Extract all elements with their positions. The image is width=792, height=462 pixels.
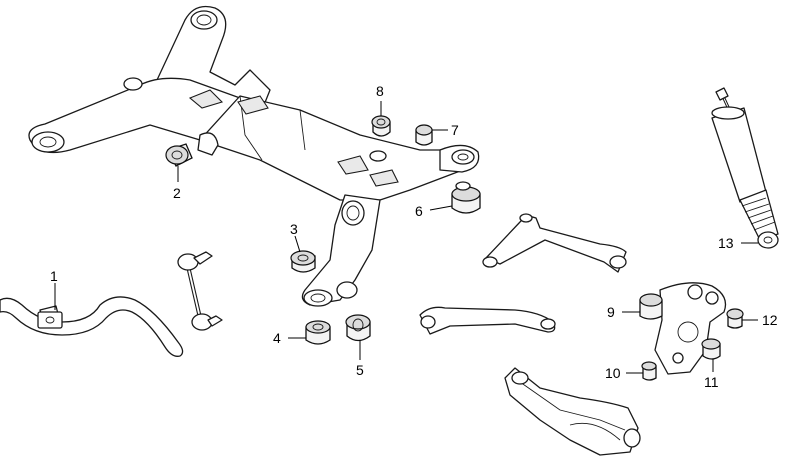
callout-4: 4 xyxy=(273,330,281,346)
callout-11: 11 xyxy=(704,374,719,390)
callout-labels: 1 2 3 4 5 6 7 8 9 10 11 12 13 xyxy=(50,83,778,390)
bushing-8 xyxy=(371,101,391,137)
bushing-3 xyxy=(290,235,316,273)
callout-12: 12 xyxy=(762,312,778,328)
stabilizer-link xyxy=(177,251,223,331)
bushing-7 xyxy=(415,124,448,146)
rear-subframe xyxy=(28,5,480,307)
bushing-10 xyxy=(626,361,657,381)
bushing-4 xyxy=(288,320,331,345)
callout-5: 5 xyxy=(356,362,364,378)
bushing-9 xyxy=(622,293,663,320)
stabilizer-bar xyxy=(0,283,184,357)
bushing-11 xyxy=(701,338,721,372)
callout-8: 8 xyxy=(376,83,384,99)
callout-9: 9 xyxy=(607,304,615,320)
callout-3: 3 xyxy=(290,221,298,237)
callout-2: 2 xyxy=(173,185,181,201)
callout-13: 13 xyxy=(718,235,734,251)
bushing-12 xyxy=(726,308,758,329)
upper-control-arm xyxy=(482,213,627,273)
hub-knuckle xyxy=(654,282,727,375)
shock-absorber xyxy=(711,87,779,249)
bushing-6 xyxy=(429,181,481,214)
bushing-5 xyxy=(345,314,371,360)
callout-6: 6 xyxy=(415,203,423,219)
lower-link xyxy=(419,306,556,335)
callout-7: 7 xyxy=(451,122,459,138)
bushing-2 xyxy=(165,143,193,182)
callout-10: 10 xyxy=(605,365,621,381)
callout-1: 1 xyxy=(50,268,58,284)
trailing-arm xyxy=(504,367,641,456)
